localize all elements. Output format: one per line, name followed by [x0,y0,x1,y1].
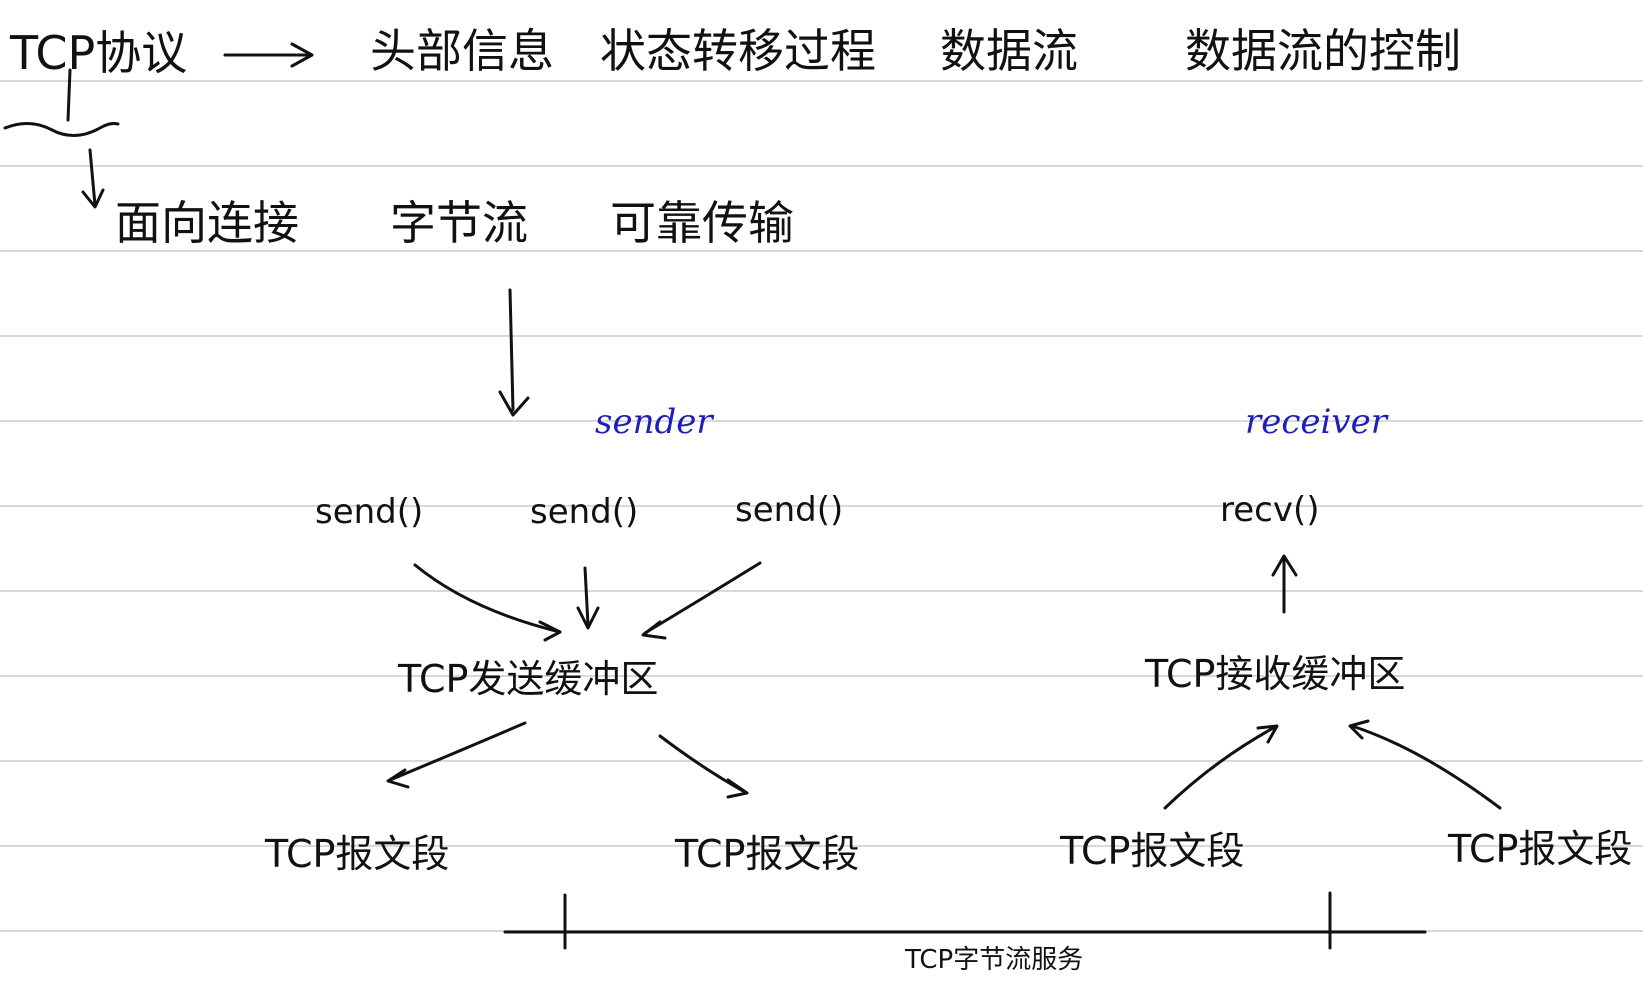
feature-data-flow: 数据流 [940,24,1078,78]
arrowhead [290,42,314,68]
ruled-line [0,675,1643,677]
arrow-to-sender [508,288,515,412]
recv-call: recv() [1220,490,1320,530]
feature-state-transition: 状态转移过程 [600,24,876,78]
arrow-buffer-to-segment1 [388,721,527,782]
arrowhead [81,188,105,209]
arrow-segment3-to-buffer [1163,725,1277,810]
send-buffer: TCP发送缓冲区 [398,657,659,701]
tcp-stem [66,68,72,122]
ruled-line [0,80,1643,82]
ruled-line [0,165,1643,167]
send-call-2: send() [530,492,639,532]
ruled-line [0,250,1643,252]
recv-segment-1: TCP报文段 [1060,829,1245,873]
property-reliable-transfer: 可靠传输 [610,196,794,250]
send-call-3: send() [735,490,844,530]
send-segment-2: TCP报文段 [675,832,860,876]
arrow-to-properties [88,148,97,207]
property-byte-stream: 字节流 [390,196,528,250]
sender-label: sender [595,402,713,442]
receive-buffer: TCP接收缓冲区 [1145,652,1406,696]
send-segment-1: TCP报文段 [265,832,450,876]
arrow-segment4-to-buffer [1350,724,1502,810]
receiver-label: receiver [1245,402,1387,442]
arrow-send2-to-buffer [583,566,590,627]
send-call-1: send() [315,492,424,532]
recv-segment-2: TCP报文段 [1448,827,1633,871]
arrowhead [498,390,530,417]
squiggle-underline [3,122,120,137]
ruled-line [0,420,1643,422]
feature-data-flow-control: 数据流的控制 [1185,24,1461,78]
ruled-line [0,505,1643,507]
tcp-protocol-title: TCP协议 [10,26,188,80]
arrow-send1-to-buffer [413,563,562,634]
ruled-line [0,335,1643,337]
ruled-line [0,590,1643,592]
byte-stream-service-label: TCP字节流服务 [905,945,1084,975]
arrow-send3-to-buffer [643,561,762,635]
ruled-line [0,845,1643,847]
ruled-line [0,760,1643,762]
feature-header-info: 头部信息 [370,24,554,78]
property-connection-oriented: 面向连接 [115,196,299,250]
